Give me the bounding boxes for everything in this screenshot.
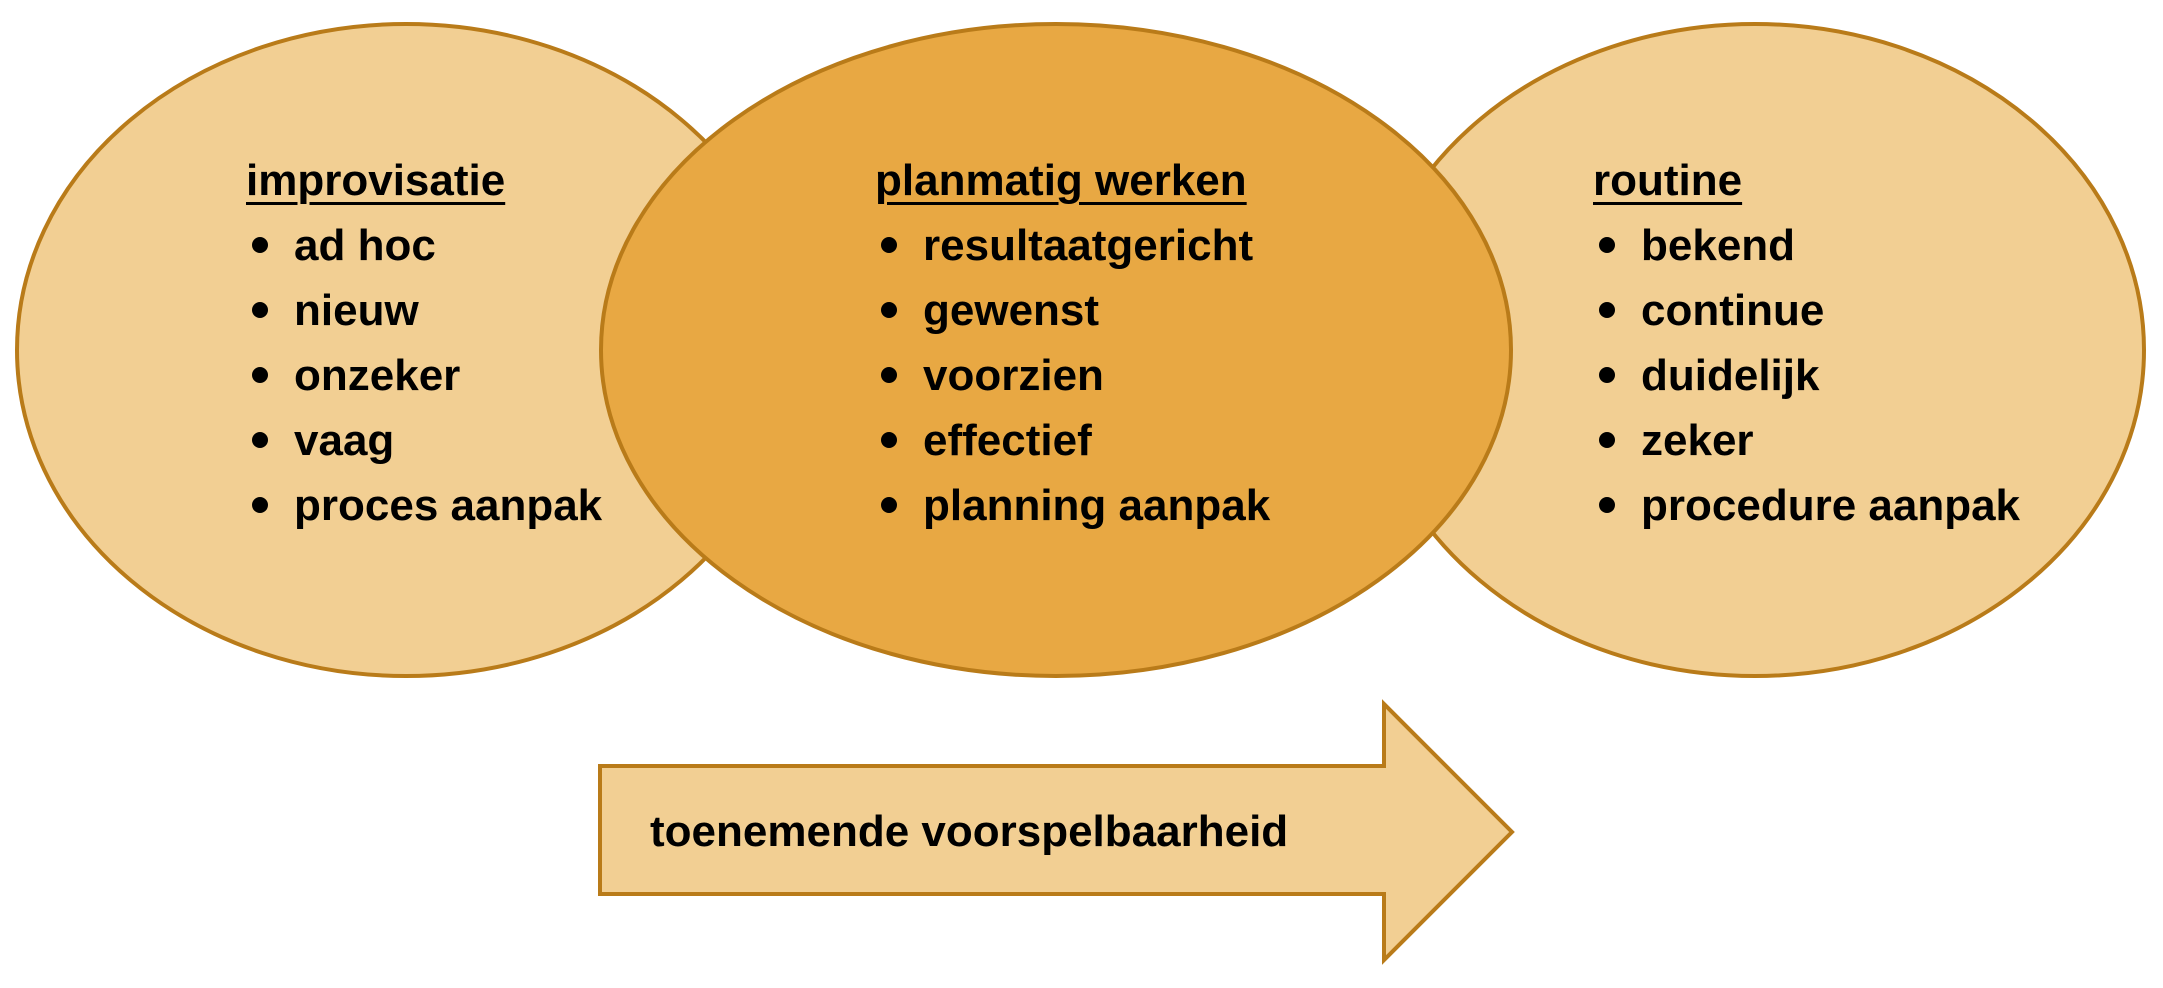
list-planmatig-werken: resultaatgericht gewenst voorzien effect… — [875, 213, 1270, 538]
heading-planmatig-werken: planmatig werken — [875, 156, 1247, 205]
list-item: onzeker — [246, 343, 602, 408]
list-item: proces aanpak — [246, 473, 602, 538]
list-item: ad hoc — [246, 213, 602, 278]
section-improvisatie: improvisatie ad hoc nieuw onzeker vaag p… — [246, 148, 602, 538]
section-planmatig-werken: planmatig werken resultaatgericht gewens… — [875, 148, 1270, 538]
ellipse-planmatig-werken — [599, 22, 1513, 678]
arrow-toenemende-voorspelbaarheid — [598, 699, 1515, 965]
list-item: vaag — [246, 408, 602, 473]
heading-improvisatie: improvisatie — [246, 156, 506, 205]
section-routine: routine bekend continue duidelijk zeker … — [1593, 148, 2020, 538]
list-item: effectief — [875, 408, 1270, 473]
list-item: zeker — [1593, 408, 2020, 473]
list-item: procedure aanpak — [1593, 473, 2020, 538]
list-item: planning aanpak — [875, 473, 1270, 538]
list-item: duidelijk — [1593, 343, 2020, 408]
list-routine: bekend continue duidelijk zeker procedur… — [1593, 213, 2020, 538]
list-item: gewenst — [875, 278, 1270, 343]
list-item: resultaatgericht — [875, 213, 1270, 278]
list-item: continue — [1593, 278, 2020, 343]
list-item: bekend — [1593, 213, 2020, 278]
list-improvisatie: ad hoc nieuw onzeker vaag proces aanpak — [246, 213, 602, 538]
arrow-label: toenemende voorspelbaarheid — [650, 807, 1289, 856]
list-item: nieuw — [246, 278, 602, 343]
list-item: voorzien — [875, 343, 1270, 408]
heading-routine: routine — [1593, 156, 1743, 205]
